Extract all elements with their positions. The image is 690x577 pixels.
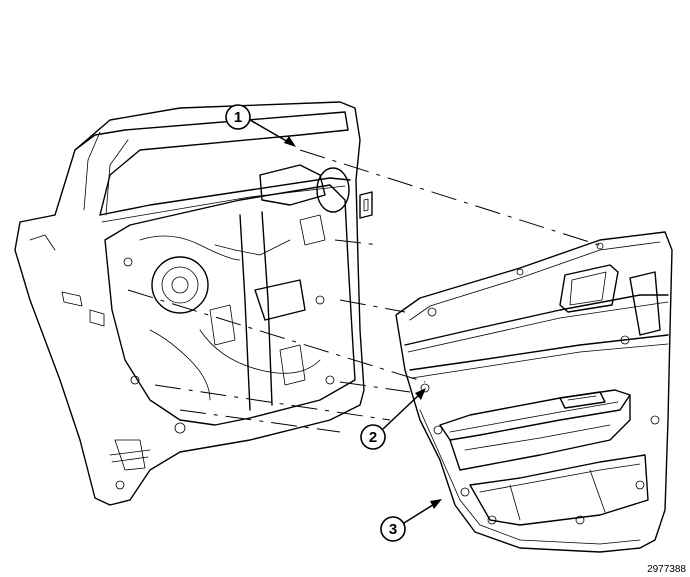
arrowhead-icon xyxy=(284,136,296,147)
callout-circle xyxy=(225,104,251,130)
leader-line xyxy=(249,119,291,144)
trim-panel-drawing xyxy=(395,231,673,553)
leader-line xyxy=(382,393,421,430)
callout-1: 1 xyxy=(225,104,296,147)
leader-line xyxy=(403,502,437,524)
door-inner-structure xyxy=(14,101,373,506)
callout-label: 3 xyxy=(389,521,397,538)
arrowhead-icon xyxy=(415,388,426,400)
arrowhead-icon xyxy=(430,499,442,509)
callout-2: 2 xyxy=(360,388,426,450)
alignment-lines xyxy=(127,149,603,433)
callout-3: 3 xyxy=(380,499,442,542)
figure-number: 2977388 xyxy=(647,564,686,575)
callout-circle xyxy=(360,424,386,450)
callout-label: 2 xyxy=(369,429,377,446)
callout-label: 1 xyxy=(234,109,242,126)
callout-circle xyxy=(380,516,406,542)
